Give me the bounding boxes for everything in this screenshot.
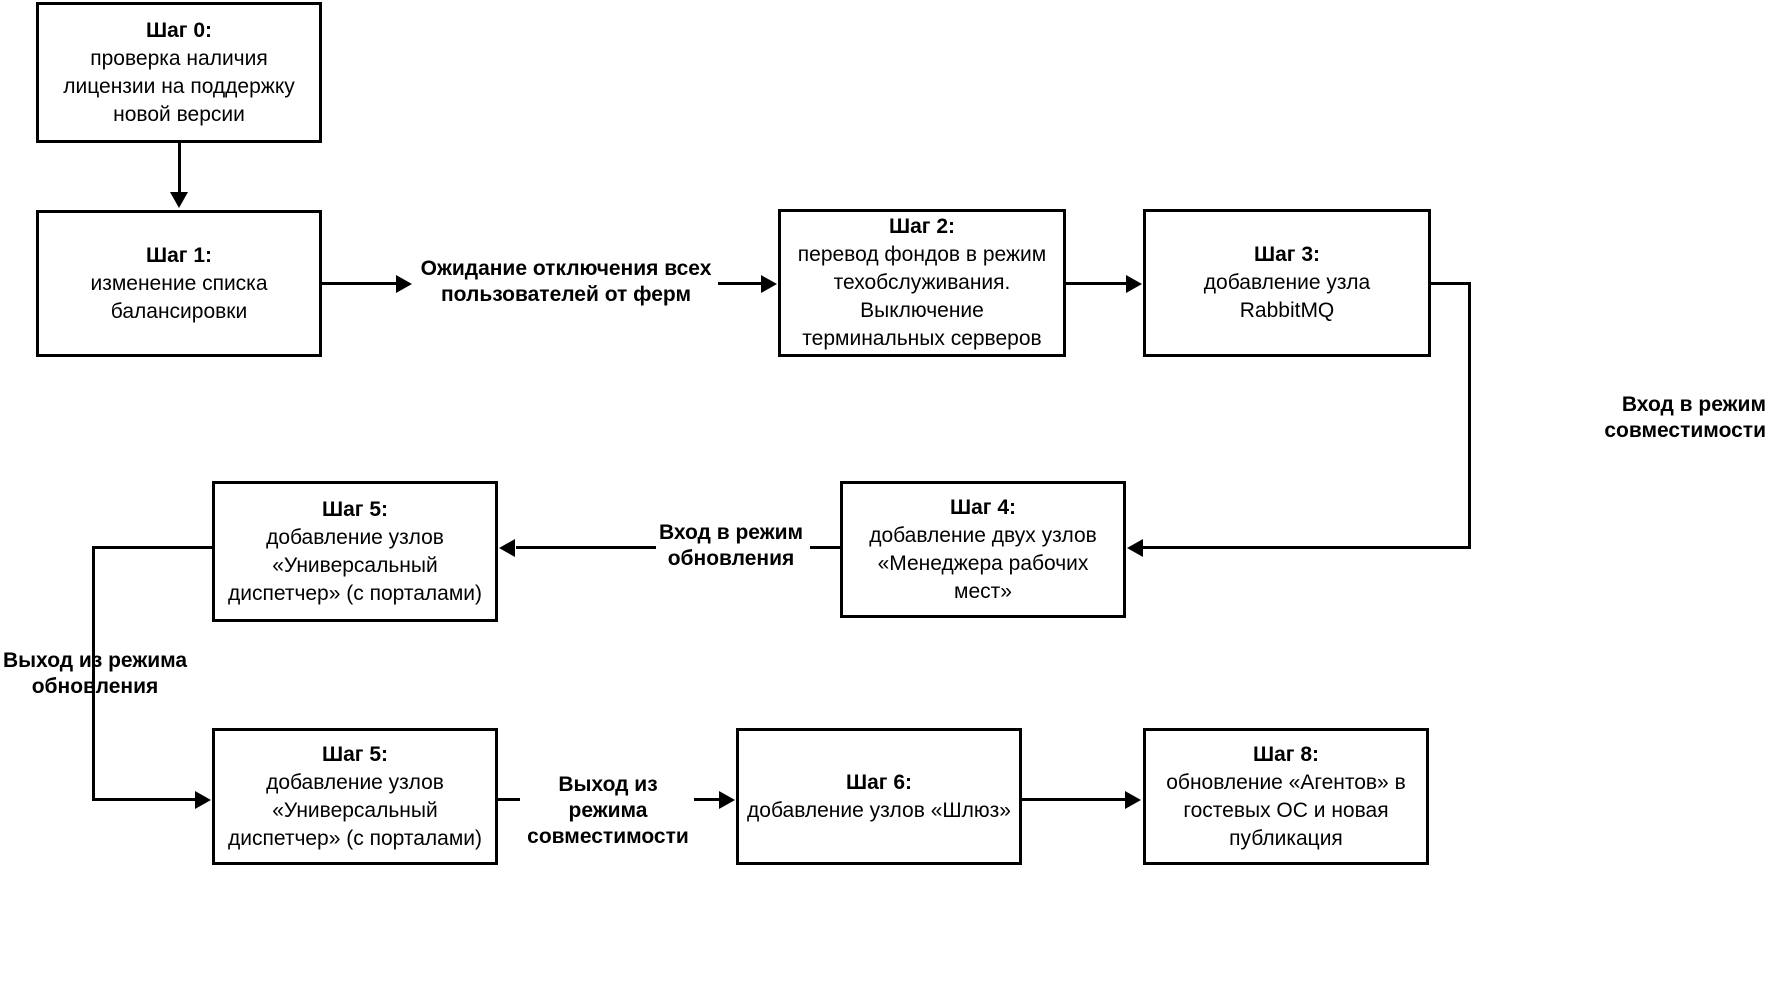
node-step8[interactable]: Шаг 8: обновление «Агентов» в гостевых О… [1143,728,1429,865]
edge-step7-step8 [1022,798,1126,801]
node-step6[interactable]: Шаг 5: добавление узлов «Универсальный д… [212,728,498,865]
edge-compatlabel-step7 [694,798,720,801]
node-step0-title: Шаг 0: [145,18,213,42]
node-step2[interactable]: Шаг 2: перевод фондов в режим техобслужи… [778,209,1066,357]
node-step7-body: добавление узлов «Шлюз» [747,798,1011,822]
node-step7-title: Шаг 6: [845,770,913,794]
edge-step5-step6-arrowhead [195,791,211,809]
edge-waitlabel-step2 [718,282,762,285]
edge-waitlabel-step2-arrowhead [761,275,777,293]
edge-label-exit-compat: Выход из режима совместимости [527,773,689,848]
node-step1-title: Шаг 1: [145,243,213,267]
edge-step3-step4-horizontal [1143,546,1471,549]
edge-step7-step8-arrowhead [1125,791,1141,809]
edge-updatelabel-step5-arrowhead [499,539,515,557]
node-step5-body: добавление узлов «Универсальный диспетче… [227,525,483,605]
node-step1-body: изменение списка балансировки [90,271,268,323]
node-step1[interactable]: Шаг 1: изменение списка балансировки [36,210,322,357]
edge-step0-step1 [178,143,181,193]
edge-step2-step3 [1066,282,1127,285]
node-step3-body: добавление узла RabbitMQ [1203,271,1371,322]
node-step0-body: проверка наличия лицензии на поддержку н… [63,46,295,126]
node-step4-title: Шаг 4: [949,495,1017,519]
node-step3-title: Шаг 3: [1253,243,1321,266]
edge-step3-step4-arrowhead [1127,539,1143,557]
edge-label-enter-compat: Вход в режим совместимости [1604,393,1766,442]
edge-step5-step6-horizontal [92,798,196,801]
node-step6-body: добавление узлов «Универсальный диспетче… [227,770,483,850]
edge-step5-step6-vertical [92,546,95,800]
edge-label-exit-update: Выход из режима обновления [2,649,188,698]
edge-step1-waitlabel [322,282,397,285]
edge-step0-step1-arrowhead [170,192,188,208]
node-step0[interactable]: Шаг 0: проверка наличия лицензии на подд… [36,2,322,143]
node-step8-title: Шаг 8: [1252,742,1320,766]
edge-step5-exit-stub [92,546,215,549]
edge-step3-step4-vertical [1468,282,1471,548]
edge-label-enter-update: Вход в режим обновления [658,521,804,570]
edge-updatelabel-step5 [516,546,656,549]
node-step4-body: добавление двух узлов «Менеджера рабочих… [869,523,1097,603]
edge-step3-exit-stub [1428,282,1471,285]
node-step7[interactable]: Шаг 6: добавление узлов «Шлюз» [736,728,1022,865]
node-step3[interactable]: Шаг 3: добавление узла RabbitMQ [1143,209,1431,357]
node-step2-body: перевод фондов в режим техобслуживания. … [797,243,1047,350]
node-step4[interactable]: Шаг 4: добавление двух узлов «Менеджера … [840,481,1126,618]
node-step5-title: Шаг 5: [321,497,389,521]
edge-compatlabel-step7-arrowhead [719,791,735,809]
node-step6-title: Шаг 5: [321,742,389,766]
edge-label-wait-users: Ожидание отключения всех пользователей о… [420,257,712,306]
edge-step4-updatelabel [810,546,843,549]
edge-step2-step3-arrowhead [1126,275,1142,293]
node-step8-body: обновление «Агентов» в гостевых ОС и нов… [1166,770,1406,850]
edge-step1-waitlabel-arrowhead [396,275,412,293]
edge-step6-compatlabel [498,798,520,801]
node-step5[interactable]: Шаг 5: добавление узлов «Универсальный д… [212,481,498,622]
node-step2-title: Шаг 2: [888,215,956,238]
